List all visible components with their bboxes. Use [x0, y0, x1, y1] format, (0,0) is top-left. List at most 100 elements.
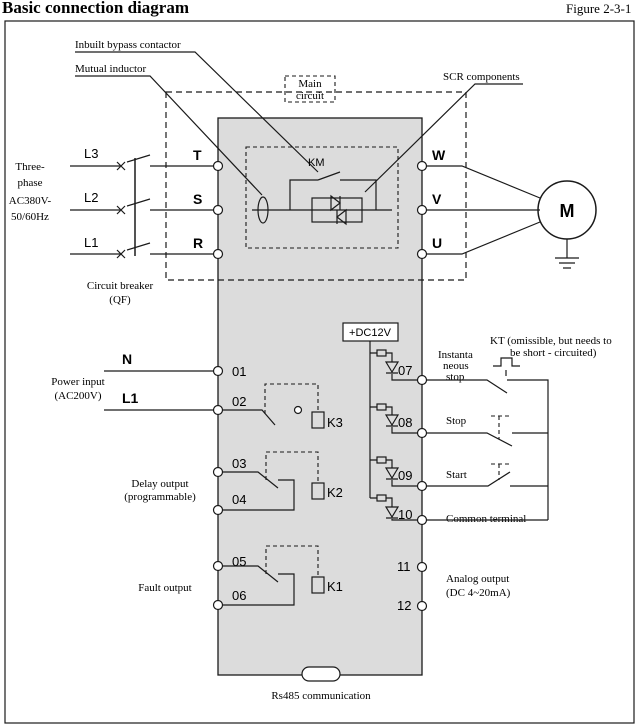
terminal-09-label: 09 [398, 468, 412, 483]
terminal-u [416, 248, 428, 260]
relay-k1-link [265, 545, 319, 577]
terminal-t-label: T [193, 147, 202, 163]
delay-output-label-2: (programmable) [124, 491, 196, 503]
terminal-s [212, 204, 224, 216]
scr-components-label: SCR components [443, 71, 520, 83]
input-diodes [384, 361, 400, 519]
scr-diode-forward [330, 194, 341, 212]
rs485-port [301, 666, 341, 682]
terminal-08 [416, 427, 428, 439]
phase-l1-label: L1 [84, 235, 98, 250]
terminal-12 [416, 600, 428, 612]
terminal-01 [212, 365, 224, 377]
relay-k2-contact [222, 471, 295, 511]
instant-stop-label: Instanta [438, 349, 473, 361]
dc-branches [370, 352, 377, 499]
stop-label: Stop [446, 415, 467, 427]
terminal-v [416, 204, 428, 216]
supply-label-line2: phase [17, 177, 42, 189]
main-circuit-label-box [284, 75, 336, 103]
relay-k3-label: K3 [327, 415, 343, 430]
input-diode-paths [386, 352, 418, 521]
main-circuit-label: Main [298, 78, 322, 90]
terminal-10 [416, 514, 428, 526]
kt-timer-symbol [493, 357, 520, 376]
terminal-01-label: 01 [232, 364, 246, 379]
mutual-inductor-label: Mutual inductor [75, 63, 147, 75]
terminal-11-label: 11 [397, 559, 411, 574]
terminal-r-label: R [193, 235, 203, 251]
page-title: Basic connection diagram [2, 0, 189, 17]
terminal-06 [212, 599, 224, 611]
motor-wires [426, 165, 541, 255]
km-label: KM [308, 157, 325, 169]
terminal-02 [212, 404, 224, 416]
power-n-label: N [122, 351, 132, 367]
start-switch-actuator [491, 463, 509, 480]
main-circuit-boundary [165, 91, 467, 281]
phase-l3-wire [70, 154, 213, 167]
phase-l2-wire [70, 198, 213, 211]
terminal-11 [416, 561, 428, 573]
terminal-12-label: 12 [397, 598, 411, 613]
terminal-03 [212, 466, 224, 478]
kt-label: KT (omissible, but needs to [490, 335, 612, 347]
power-input-label: Power input [51, 376, 104, 388]
dc-supply-label: +DC12V [349, 327, 392, 339]
relay-k1-coil [311, 576, 325, 594]
terminal-05-label: 05 [232, 554, 246, 569]
common-terminal-label: Common terminal [446, 513, 526, 525]
relay-k2-link [265, 451, 319, 483]
kt-label-2: be short - circuited) [510, 347, 597, 359]
breaker-label-2: (QF) [109, 294, 131, 306]
terminal-09 [416, 480, 428, 492]
terminal-w-label: W [432, 147, 446, 163]
instant-stop-switch [426, 379, 549, 520]
terminal-02-label: 02 [232, 394, 246, 409]
analog-output-label: Analog output [446, 573, 509, 585]
instant-stop-label-3: stop [446, 371, 465, 383]
power-input-label-2: (AC200V) [54, 390, 101, 402]
terminal-s-label: S [193, 191, 202, 207]
mutual-inductor-leader [75, 75, 263, 196]
relay-k1-contact [222, 565, 295, 606]
motor-label: M [560, 201, 575, 221]
supply-label-line1: Three- [15, 161, 45, 173]
relay-k2-coil [311, 482, 325, 500]
scr-bypass-boundary [245, 146, 399, 249]
bypass-contactor-leader [75, 51, 319, 173]
terminal-r [212, 248, 224, 260]
terminal-05 [212, 560, 224, 572]
stop-switch [426, 432, 548, 447]
analog-output-label-2: (DC 4~20mA) [446, 587, 511, 599]
main-circuit-label-2: circuit [296, 90, 324, 102]
phase-l1-wire [70, 242, 213, 255]
breaker-cross-marks [116, 161, 126, 259]
bypass-contact [289, 171, 377, 210]
terminal-06-label: 06 [232, 588, 246, 603]
supply-label-line3: AC380V- [9, 195, 52, 207]
scr-components-leader [364, 83, 523, 193]
terminal-10-label: 10 [398, 507, 412, 522]
delay-output-label: Delay output [131, 478, 188, 490]
rs485-label: Rs485 communication [271, 690, 371, 702]
relay-k1-label: K1 [327, 579, 343, 594]
supply-label-line4: 50/60Hz [11, 211, 49, 223]
relay-k3-terminal [293, 405, 303, 415]
scr-diode-reverse [336, 208, 347, 226]
terminal-u-label: U [432, 235, 442, 251]
soft-starter-body [217, 117, 423, 676]
power-l1-label: L1 [122, 390, 139, 406]
terminal-04 [212, 504, 224, 516]
terminal-v-label: V [432, 191, 442, 207]
terminal-03-label: 03 [232, 456, 246, 471]
breaker-label: Circuit breaker [87, 280, 154, 292]
terminal-08-label: 08 [398, 415, 412, 430]
relay-k3-link [264, 383, 319, 414]
figure-number: Figure 2-3-1 [566, 1, 631, 16]
terminal-w [416, 160, 428, 172]
phase-l2-label: L2 [84, 190, 98, 205]
terminal-07 [416, 374, 428, 386]
relay-k3-coil [311, 411, 325, 429]
phase-l3-label: L3 [84, 146, 98, 161]
